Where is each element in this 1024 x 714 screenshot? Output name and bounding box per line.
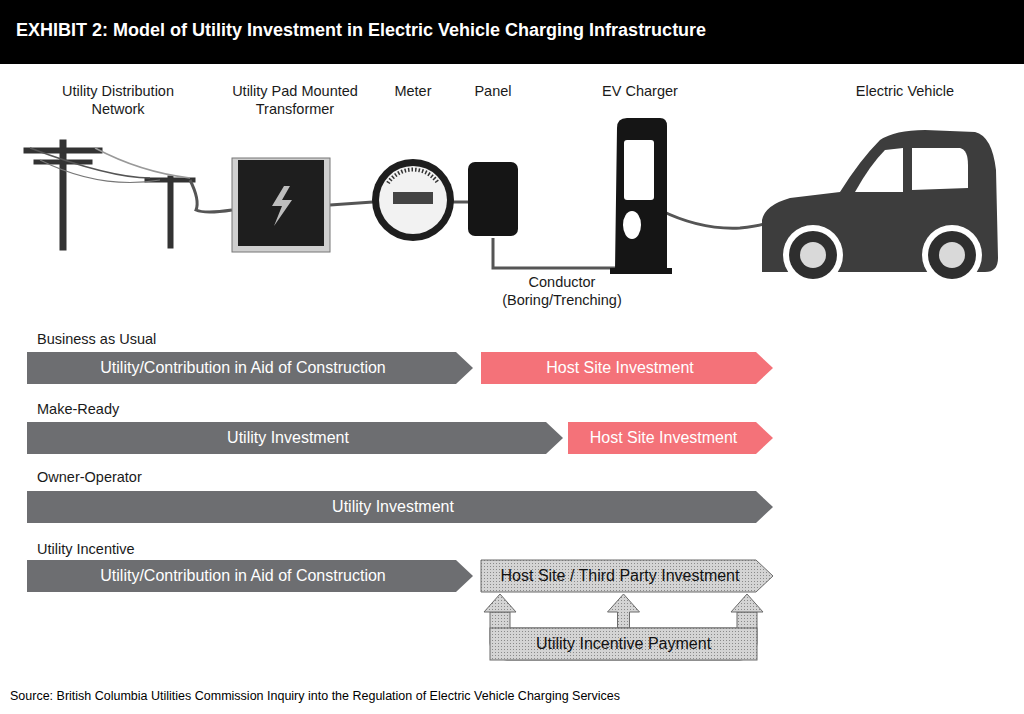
investment-arrow: Host Site Investment <box>481 352 773 384</box>
node-outline <box>481 560 773 592</box>
investment-arrow: Utility/Contribution in Aid of Construct… <box>27 560 473 592</box>
title-bar <box>0 0 1024 64</box>
incentive-return-band <box>484 594 763 660</box>
node-outline <box>27 352 473 384</box>
ev-charger <box>610 118 672 274</box>
electric-vehicle-illustration <box>762 130 998 285</box>
arrow-text: Utility/Contribution in Aid of Construct… <box>100 359 385 377</box>
investment-arrow: Host Site / Third Party Investment <box>481 560 773 592</box>
node-outline <box>27 422 563 454</box>
node-outline <box>568 422 773 454</box>
arrow-text: Host Site Investment <box>590 429 738 447</box>
component-label: Electric Vehicle <box>825 82 985 100</box>
source-caption: Source: British Columbia Utilities Commi… <box>10 689 620 703</box>
incentive-arrow <box>608 594 640 628</box>
electrical-panel <box>468 162 518 236</box>
arrow-text: Utility Incentive Payment <box>536 635 711 653</box>
node-outline <box>481 352 773 384</box>
row-heading: Utility Incentive <box>37 540 337 558</box>
investment-arrow: Utility/Contribution in Aid of Construct… <box>27 352 473 384</box>
investment-arrow: Utility Investment <box>27 491 773 523</box>
pad-mounted-transformer <box>232 158 330 252</box>
arrow-text: Host Site Investment <box>546 359 694 377</box>
component-label: Panel <box>453 82 533 100</box>
node-outline <box>27 560 473 592</box>
electric-meter <box>372 159 454 241</box>
component-label: Meter <box>373 82 453 100</box>
investment-arrow: Utility Investment <box>27 422 563 454</box>
component-label: Utility Pad Mounted Transformer <box>215 82 375 118</box>
arrow-text: Utility/Contribution in Aid of Construct… <box>100 567 385 585</box>
node-outline <box>490 628 757 660</box>
row-heading: Owner-Operator <box>37 468 337 486</box>
arrow-text: Host Site / Third Party Investment <box>501 567 740 585</box>
arrow-text: Utility Investment <box>227 429 349 447</box>
incentive-payment-band: Utility Incentive Payment <box>510 628 737 660</box>
row-heading: Business as Usual <box>37 330 337 348</box>
arrow-text: Utility Investment <box>332 498 454 516</box>
utility-poles <box>24 140 195 250</box>
component-label: Utility Distribution Network <box>43 82 193 118</box>
investment-arrow: Host Site Investment <box>568 422 773 454</box>
row-heading: Make-Ready <box>37 400 337 418</box>
node-outline <box>27 491 773 523</box>
conductor-label: Conductor (Boring/Trenching) <box>497 273 627 309</box>
component-label: EV Charger <box>580 82 700 100</box>
exhibit-title: EXHIBIT 2: Model of Utility Investment i… <box>16 20 706 41</box>
